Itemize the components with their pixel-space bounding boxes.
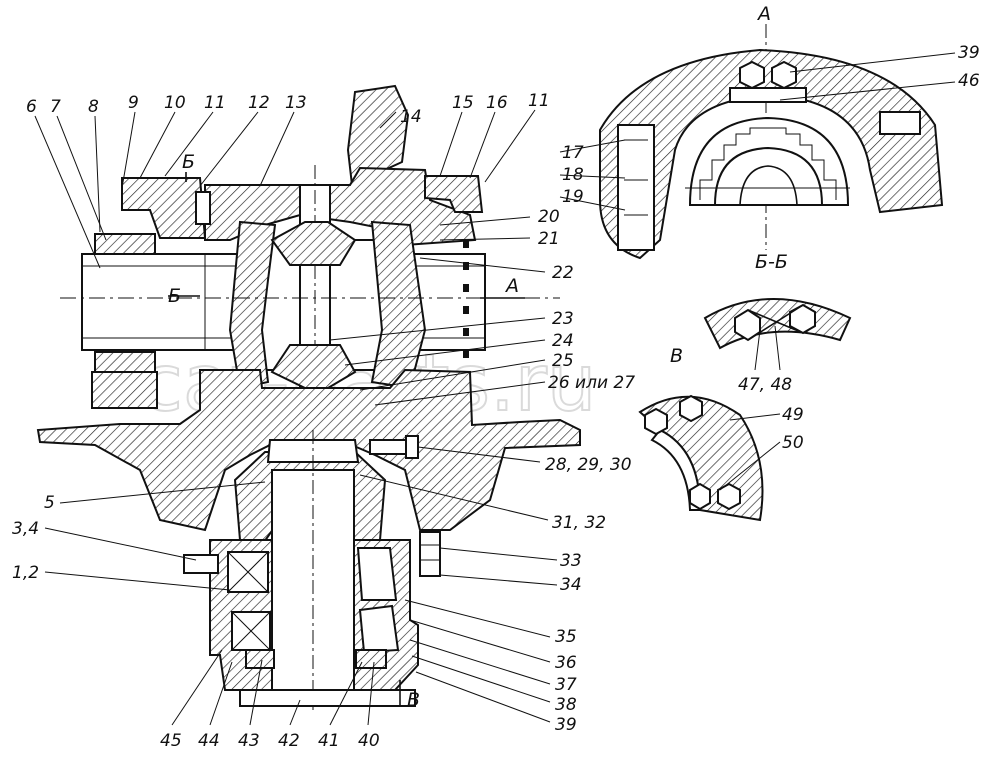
callout-23: 23	[552, 309, 574, 329]
callout-26-27: 26 или 27	[548, 373, 635, 393]
callout-21: 21	[538, 229, 560, 249]
hex-bolt-icon	[617, 124, 655, 251]
seal-lower-left	[91, 371, 158, 409]
callout-43: 43	[238, 731, 260, 751]
roller-bearing-right	[356, 547, 400, 654]
callout-42: 42	[278, 731, 300, 751]
callout-24: 24	[552, 331, 574, 351]
callout-20: 20	[538, 207, 560, 227]
seal-ring-8-lower	[94, 351, 156, 375]
callout-41: 41	[318, 731, 340, 751]
hex-bolt-icon	[644, 394, 741, 511]
callout-numbers: 6 7 8 9 10 11 12 13 14 15 16 11 20 21 22…	[12, 91, 635, 751]
callout-34: 34	[560, 575, 582, 595]
callout-35: 35	[555, 627, 577, 647]
side-gear-left	[228, 220, 277, 390]
callout-38: 38	[555, 695, 577, 715]
view-a-detail: A 39 46 17 18 19	[559, 3, 980, 260]
callout-1-2: 1,2	[12, 563, 39, 583]
callout-40: 40	[358, 731, 380, 751]
hex-bolt-icon	[195, 191, 211, 225]
callout-3-4: 3,4	[12, 519, 39, 539]
pinion-gear-upper	[270, 221, 357, 266]
lip-seal-left	[245, 649, 275, 669]
callout-50: 50	[782, 433, 804, 453]
callout-39-bottom: 39	[555, 715, 577, 735]
callout-14: 14	[400, 107, 422, 127]
bearing-cover-16	[424, 175, 484, 213]
section-b-b-detail: Б-Б 47, 48	[703, 251, 852, 395]
callout-10: 10	[164, 93, 186, 113]
callout-5: 5	[44, 493, 55, 513]
cut-mark-a: А	[504, 275, 519, 297]
hex-bolt-icon	[183, 554, 219, 574]
callout-22: 22	[552, 263, 574, 283]
callout-17: 17	[562, 143, 584, 163]
view-v-title: В	[670, 345, 683, 367]
view-v-detail: В 49 50	[638, 345, 804, 522]
callout-8: 8	[88, 97, 99, 117]
callout-36: 36	[555, 653, 577, 673]
callout-9: 9	[128, 93, 139, 113]
leader-lines	[34, 109, 558, 726]
hex-bolt-icon	[369, 435, 419, 459]
callout-37: 37	[555, 675, 577, 695]
cross-mark-icon	[734, 303, 816, 342]
callout-13: 13	[285, 93, 307, 113]
bevel-gear-14	[346, 84, 410, 187]
main-section-view	[36, 84, 581, 710]
roller-bearing-upper-left	[227, 551, 269, 593]
section-b-b-title: Б-Б	[755, 251, 788, 273]
callout-33: 33	[560, 551, 582, 571]
bearing-cage-10	[121, 177, 207, 239]
callout-18: 18	[562, 165, 584, 185]
callout-11-left: 11	[204, 93, 226, 113]
hex-bolt-icon	[419, 531, 441, 577]
callout-7: 7	[50, 97, 61, 117]
callout-44: 44	[198, 731, 220, 751]
hex-bolt-icon	[729, 60, 807, 103]
callout-49: 49	[782, 405, 804, 425]
callout-12: 12	[248, 93, 270, 113]
callout-19: 19	[562, 187, 584, 207]
cut-mark-b-top: Б	[182, 151, 195, 173]
callout-45: 45	[160, 731, 182, 751]
callout-47-48: 47, 48	[738, 375, 792, 395]
callout-11-right: 11	[528, 91, 550, 111]
callout-25: 25	[552, 351, 574, 371]
callout-6: 6	[26, 97, 37, 117]
lip-seal-right	[355, 649, 387, 669]
side-gear-right	[370, 220, 427, 390]
seal-ring-8	[94, 233, 156, 255]
view-a-title: A	[756, 3, 771, 25]
companion-flange	[239, 689, 416, 707]
spline-gear-icon	[688, 116, 850, 206]
callout-28-29-30: 28, 29, 30	[545, 455, 632, 475]
view-mark-v-bottom: В	[407, 689, 420, 711]
callout-15: 15	[452, 93, 474, 113]
cut-mark-b: Б	[168, 285, 181, 307]
callout-46: 46	[958, 71, 980, 91]
callout-39: 39	[958, 43, 980, 63]
callout-16: 16	[486, 93, 508, 113]
callout-31-32: 31, 32	[552, 513, 606, 533]
roller-bearing-lower-left	[231, 611, 271, 651]
